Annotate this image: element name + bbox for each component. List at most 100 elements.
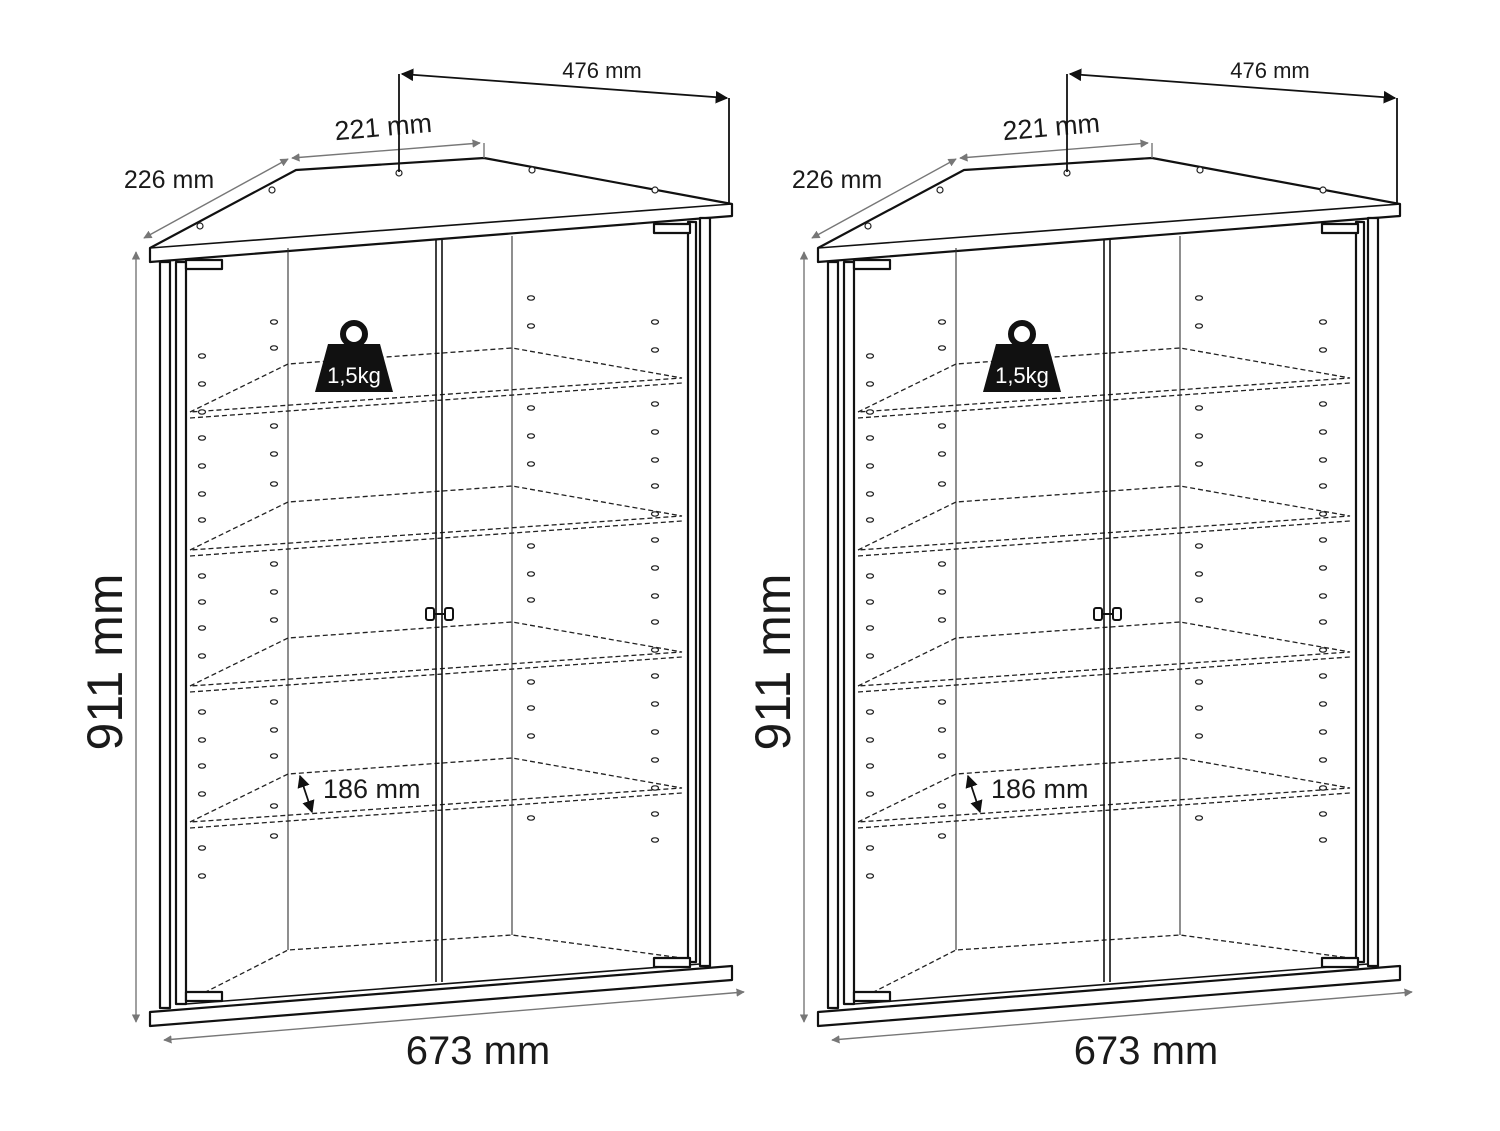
shelf-pin-hole (650, 647, 660, 653)
door-handle-icon (425, 607, 454, 621)
shelf-pin-hole (937, 589, 947, 595)
double-arrow-icon (965, 774, 983, 814)
shelf-pin-hole (865, 491, 875, 497)
shelf-pin-hole (865, 737, 875, 743)
shelf-pin-hole (526, 705, 536, 711)
shelf-pin-hole (1318, 811, 1328, 817)
shelf-pin-hole (650, 619, 660, 625)
shelf-pin-hole (197, 463, 207, 469)
back-depth-label: 476 mm (562, 58, 641, 83)
shelf-pin-hole (1194, 597, 1204, 603)
shelf-pin-hole (269, 699, 279, 705)
shelf-pin-hole (1194, 571, 1204, 577)
shelf-pin-hole (1194, 433, 1204, 439)
shelf-gap-label: 186 mm (991, 774, 1089, 804)
shelf-pin-hole (650, 701, 660, 707)
door-handle-icon (1093, 607, 1122, 621)
shelf-pin-hole (526, 323, 536, 329)
shelf-pin-hole (937, 753, 947, 759)
shelf-pin-hole (865, 409, 875, 415)
cabinet-shelves (857, 347, 1351, 1001)
shelf-pin-hole (650, 483, 660, 489)
shelf-pin-hole (1194, 323, 1204, 329)
cabinet-shelves (189, 347, 683, 1001)
weight-icon (315, 320, 393, 392)
shelf-pin-hole (650, 537, 660, 543)
shelf-pin-hole (865, 653, 875, 659)
shelf-pin-hole (1318, 347, 1328, 353)
shelf-pin-hole (650, 837, 660, 843)
shelf-pin-hole (269, 345, 279, 351)
side-depth-label: 226 mm (792, 166, 882, 194)
side-depth-dimension-line (811, 158, 957, 239)
shelf-pin-hole (269, 561, 279, 567)
shelf-pin-hole (197, 709, 207, 715)
shelf-pin-hole (1318, 319, 1328, 325)
shelf-pin-hole (197, 435, 207, 441)
shelf-pin-hole (526, 433, 536, 439)
shelf-pin-hole (1318, 673, 1328, 679)
shelf-pin-hole (1318, 729, 1328, 735)
shelf-pin-hole (197, 409, 207, 415)
shelf-pin-hole (1194, 733, 1204, 739)
shelf-pin-hole (937, 727, 947, 733)
shelf-pin-hole (269, 833, 279, 839)
shelf-pin-hole (1194, 405, 1204, 411)
shelf-pin-hole (1318, 483, 1328, 489)
shelf-pin-hole (937, 699, 947, 705)
shelf-pin-hole (865, 517, 875, 523)
shelf-pin-hole (197, 573, 207, 579)
shelf-pin-hole (650, 785, 660, 791)
shelf-pin-hole (865, 435, 875, 441)
width-label: 673 mm (406, 1029, 551, 1073)
shelf-pin-hole (526, 597, 536, 603)
shelf-pin-holes (865, 295, 1328, 879)
shelf-pin-hole (1194, 679, 1204, 685)
shelf-pin-hole (865, 463, 875, 469)
weight-icon (983, 320, 1061, 392)
front-top-label: 221 mm (333, 108, 433, 146)
shelf-pin-hole (865, 353, 875, 359)
shelf-pin-hole (269, 481, 279, 487)
shelf-pin-hole (197, 845, 207, 851)
shelf-pin-hole (1318, 757, 1328, 763)
shelf-pin-hole (937, 451, 947, 457)
shelf-pin-hole (526, 815, 536, 821)
shelf-pin-hole (1318, 457, 1328, 463)
shelf-pin-hole (197, 599, 207, 605)
shelf-pin-hole (865, 845, 875, 851)
shelf-pin-hole (1318, 401, 1328, 407)
shelf-pin-hole (197, 737, 207, 743)
side-depth-label: 226 mm (124, 166, 214, 194)
shelf-pin-hole (865, 873, 875, 879)
cabinet-top-panel (816, 156, 1402, 264)
shelf-pin-hole (937, 423, 947, 429)
shelf-pin-hole (1318, 511, 1328, 517)
shelf-pin-hole (197, 381, 207, 387)
shelf-pin-hole (865, 791, 875, 797)
shelf-pin-hole (1318, 619, 1328, 625)
shelf-pin-hole (1318, 647, 1328, 653)
shelf-pin-hole (865, 599, 875, 605)
front-top-dimension-line (291, 139, 485, 162)
cabinet-drawing-right: 1,5kg 186 mm 911 mm 673 mm 226 mm 221 mm (745, 58, 1413, 1073)
shelf-pin-holes (197, 295, 660, 879)
shelf-pin-hole (937, 561, 947, 567)
shelf-pin-hole (526, 543, 536, 549)
shelf-pin-hole (197, 517, 207, 523)
shelf-pin-hole (865, 381, 875, 387)
shelf-pin-hole (1194, 543, 1204, 549)
shelf-pin-hole (1318, 565, 1328, 571)
shelf-pin-hole (650, 729, 660, 735)
shelf-pin-hole (650, 347, 660, 353)
shelf-pin-hole (1194, 461, 1204, 467)
shelf-pin-hole (526, 733, 536, 739)
back-depth-dimension-line (1066, 68, 1398, 204)
shelf-pin-hole (1318, 701, 1328, 707)
shelf-pin-hole (650, 511, 660, 517)
shelf-pin-hole (269, 589, 279, 595)
shelf-pin-hole (269, 727, 279, 733)
back-depth-label: 476 mm (1230, 58, 1309, 83)
door-split (435, 240, 443, 982)
